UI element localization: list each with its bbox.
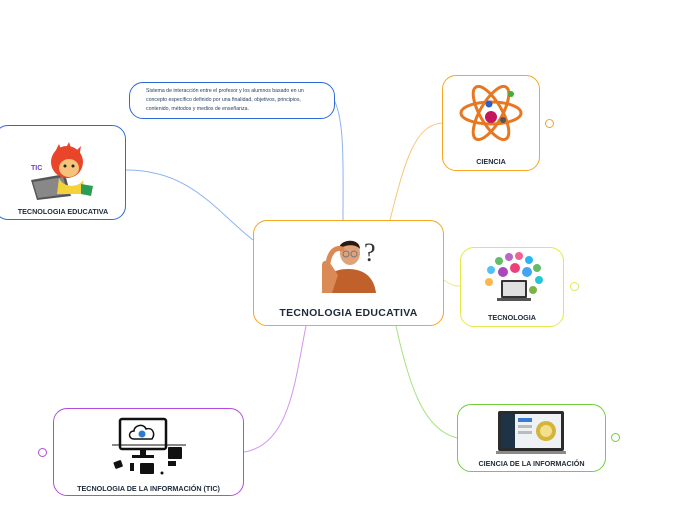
svg-text:?: ? [364,238,376,267]
central-title: TECNOLOGIA EDUCATIVA [279,307,418,319]
description-text: Sistema de interacción entre el profesor… [146,87,331,114]
connector-left [125,169,254,241]
connector-tic [243,325,307,453]
tecnologia-title: TECNOLOGIA [488,313,536,322]
description-line: contenido, métodos y medios de enseñanza… [146,106,249,112]
tic-badge[interactable] [38,448,47,457]
tecnologia-node[interactable]: TECNOLOGIA [460,247,564,327]
ciencia-info-node[interactable]: CIENCIA DE LA INFORMACIÓN [457,404,606,472]
laptop-dashboard-icon [496,411,566,454]
ciencia-node[interactable]: CIENCIA [442,75,540,171]
connector-ciencia [389,122,443,221]
description-line: concepto específico definido por una fin… [146,97,301,103]
ciencia-badge[interactable] [545,119,554,128]
left-node-title: TECNOLOGIA EDUCATIVA [17,207,109,216]
connector-tecnologia [443,279,461,287]
tecnologia-badge[interactable] [570,282,579,291]
svg-text:TIC: TIC [31,165,42,172]
laptop-apps-icon [485,252,543,301]
description-node[interactable]: Sistema de interacción entre el profesor… [129,82,335,119]
connector-ciencia-info [395,325,458,439]
ciencia-info-badge[interactable] [611,433,620,442]
thinking-man-icon: ? [322,238,376,293]
ciencia-title: CIENCIA [476,157,506,166]
tic-node[interactable]: TECNOLOGIA DE LA INFORMACIÓN (TIC) [53,408,244,496]
cartoon-kid-laptop-icon: TIC [31,142,93,200]
description-line: Sistema de interacción entre el profesor… [146,88,304,94]
left-node[interactable]: TIC TECNOLOGIA EDUCATIVA [0,125,126,220]
ciencia-info-title: CIENCIA DE LA INFORMACIÓN [478,459,585,468]
central-node[interactable]: ? TECNOLOGIA EDUCATIVA [253,220,444,326]
connector-description [333,99,344,221]
atom-icon [459,84,523,142]
tic-title: TECNOLOGIA DE LA INFORMACIÓN (TIC) [77,484,220,493]
computer-cloud-devices-icon [112,417,186,475]
